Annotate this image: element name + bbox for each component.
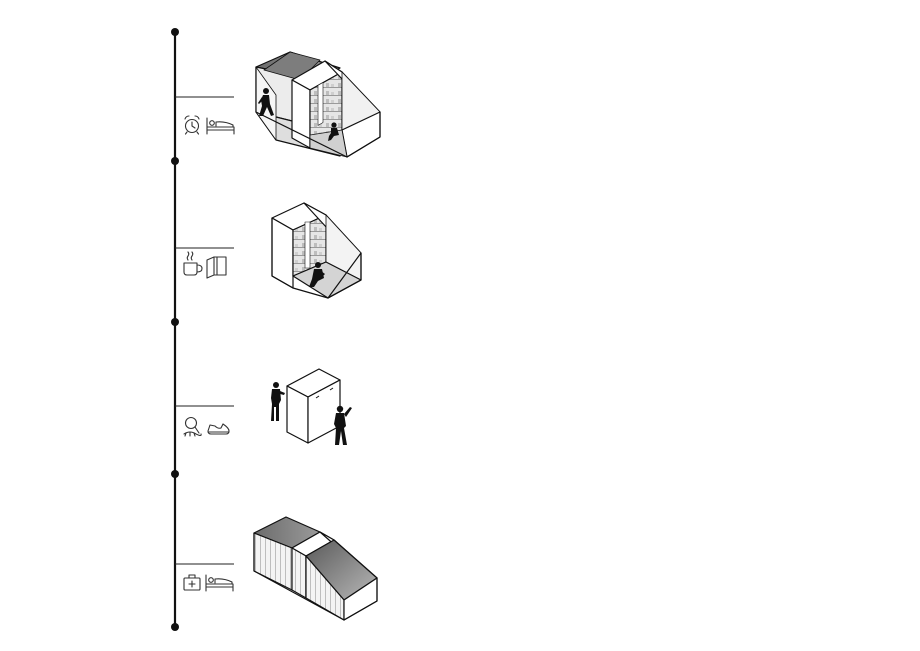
- person-silhouette: [258, 88, 274, 116]
- timeline-node-5: [171, 623, 179, 631]
- book-icon: [206, 256, 227, 279]
- wardrobe-seat-module: [271, 202, 362, 299]
- first-aid-kit-icon: [183, 574, 201, 591]
- shoe-icon: [207, 423, 230, 435]
- person-silhouette: [334, 405, 352, 445]
- full-bedroom-module: [255, 51, 381, 158]
- person-silhouette: [328, 122, 339, 141]
- coffee-cup-icon: [183, 251, 203, 276]
- timeline-node-1: [171, 28, 179, 36]
- person-silhouette: [271, 382, 285, 421]
- timeline-node-4: [171, 470, 179, 478]
- timeline-node-2: [171, 157, 179, 165]
- shower-icon: [183, 416, 202, 437]
- closed-bedroom-module: [253, 516, 378, 621]
- bed-icon: [205, 574, 234, 592]
- person-silhouette: [309, 262, 325, 287]
- timeline-node-3: [171, 318, 179, 326]
- closed-cabinet-module: [286, 368, 341, 444]
- bed-icon: [206, 117, 235, 135]
- alarm-clock-icon: [184, 115, 200, 135]
- timeline: [171, 28, 234, 631]
